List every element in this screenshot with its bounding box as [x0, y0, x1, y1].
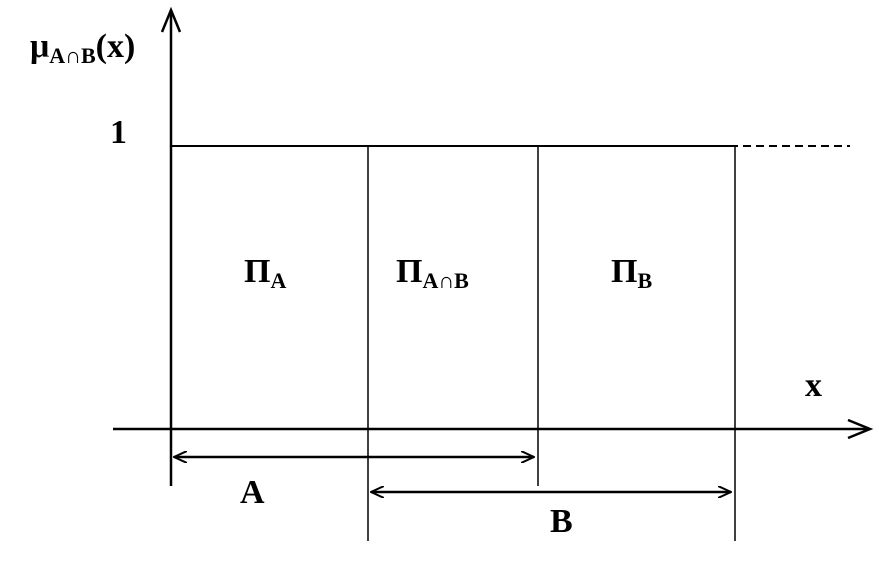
y-axis-label-sub: A∩B — [49, 43, 96, 68]
x-axis-arrowhead — [847, 418, 874, 440]
region-label-a-sub: A — [270, 268, 286, 293]
region-label-ab: ПA∩B — [396, 253, 469, 293]
y-tick-label-1: 1 — [110, 114, 127, 151]
region-label-b-sub: B — [637, 268, 652, 293]
region-label-a-main: П — [244, 253, 270, 290]
y-axis-label: μA∩B(x) — [30, 28, 135, 68]
y-axis-arrowhead — [160, 6, 182, 33]
interval-b-label: B — [550, 503, 573, 540]
region-label-a: ПA — [244, 253, 286, 293]
region-label-b-main: П — [611, 253, 637, 290]
region-label-ab-main: П — [396, 253, 422, 290]
y-axis-label-main: μ — [30, 28, 49, 65]
region-label-ab-sub: A∩B — [422, 268, 469, 293]
interval-a-label: A — [240, 474, 265, 511]
x-axis-label: x — [805, 367, 822, 404]
region-label-b: ПB — [611, 253, 652, 293]
y-axis-label-arg: (x) — [96, 28, 136, 65]
